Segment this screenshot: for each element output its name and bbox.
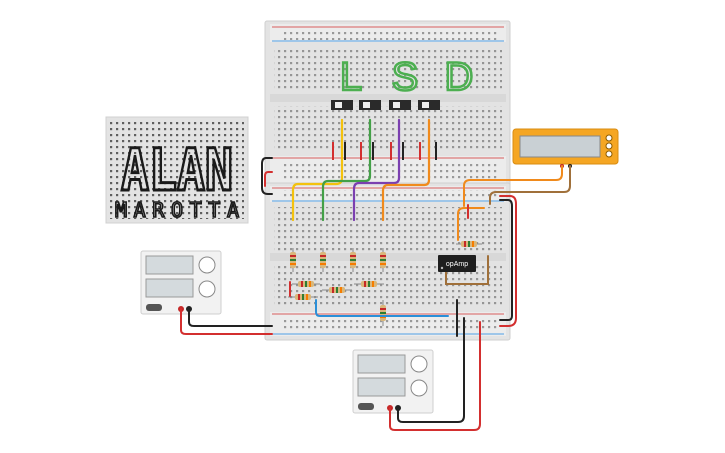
wire-red-supply-bottom [389,321,481,431]
wire-blue-bottom [315,299,449,317]
wire-brown-meter [489,165,571,205]
title-letter-d: D [445,55,474,99]
resistor-2 [320,248,326,272]
logo: ALAN MAROTTA [105,116,249,224]
wire-orange [381,118,431,222]
switch-jumpers [332,142,437,160]
power-supply-bottom[interactable] [352,349,434,414]
signal-wires [291,118,431,222]
switch-4[interactable] [418,100,440,110]
multimeter-knob-3[interactable] [605,150,613,158]
voltage-knob-bottom[interactable] [410,355,428,373]
power-toggle-bottom[interactable] [358,403,374,410]
logo-line2: MAROTTA [115,198,239,222]
multimeter[interactable] [512,128,619,168]
multimeter-knob-2[interactable] [605,142,613,150]
resistor-5 [292,281,320,287]
wire-black-left-link [261,157,273,195]
power-toggle[interactable] [146,304,162,311]
resistor-3 [350,248,356,272]
wire-orange-feedback [457,207,485,241]
wire-brown-feedback [445,255,489,285]
breadboard-lower [264,182,511,341]
wire-purple [352,118,401,222]
resistor-6 [322,287,352,293]
resistor-8 [288,294,318,300]
title-letter-s: S [392,55,419,99]
board-title: L S D [339,54,475,101]
left-supply-leads [180,308,273,335]
multimeter-leads [463,165,571,207]
lower-jumpers [289,204,489,317]
wire-red-left-link [264,171,273,187]
switch-1[interactable] [331,100,353,110]
current-knob[interactable] [198,280,216,298]
opamp-chip[interactable]: opAmp [438,255,476,272]
resistor-7 [354,281,384,287]
breadboard-upper [264,20,511,192]
wire-red-right-rail [499,195,517,327]
wire-orange-meter [463,165,563,207]
resistors [288,241,482,326]
rail-wires [261,157,517,337]
wire-black-supply-left [188,308,273,327]
resistor-4 [380,248,386,272]
switch-2[interactable] [359,100,381,110]
current-knob-bottom[interactable] [410,379,428,397]
title-letter-l: L [340,55,362,99]
resistor-feedback [456,241,482,247]
switch-3[interactable] [389,100,411,110]
wire-black-supply-bottom [397,317,465,423]
bottom-supply-leads [389,317,481,431]
voltage-knob[interactable] [198,256,216,274]
wire-green [321,118,372,222]
power-supply-left[interactable] [140,250,222,315]
wire-red-supply-left [180,308,273,335]
multimeter-knob-1[interactable] [605,134,613,142]
wire-black-right-rail [499,199,513,321]
logo-line1: ALAN [121,136,233,204]
resistor-1 [290,248,296,272]
opamp-label: opAmp [446,261,468,268]
